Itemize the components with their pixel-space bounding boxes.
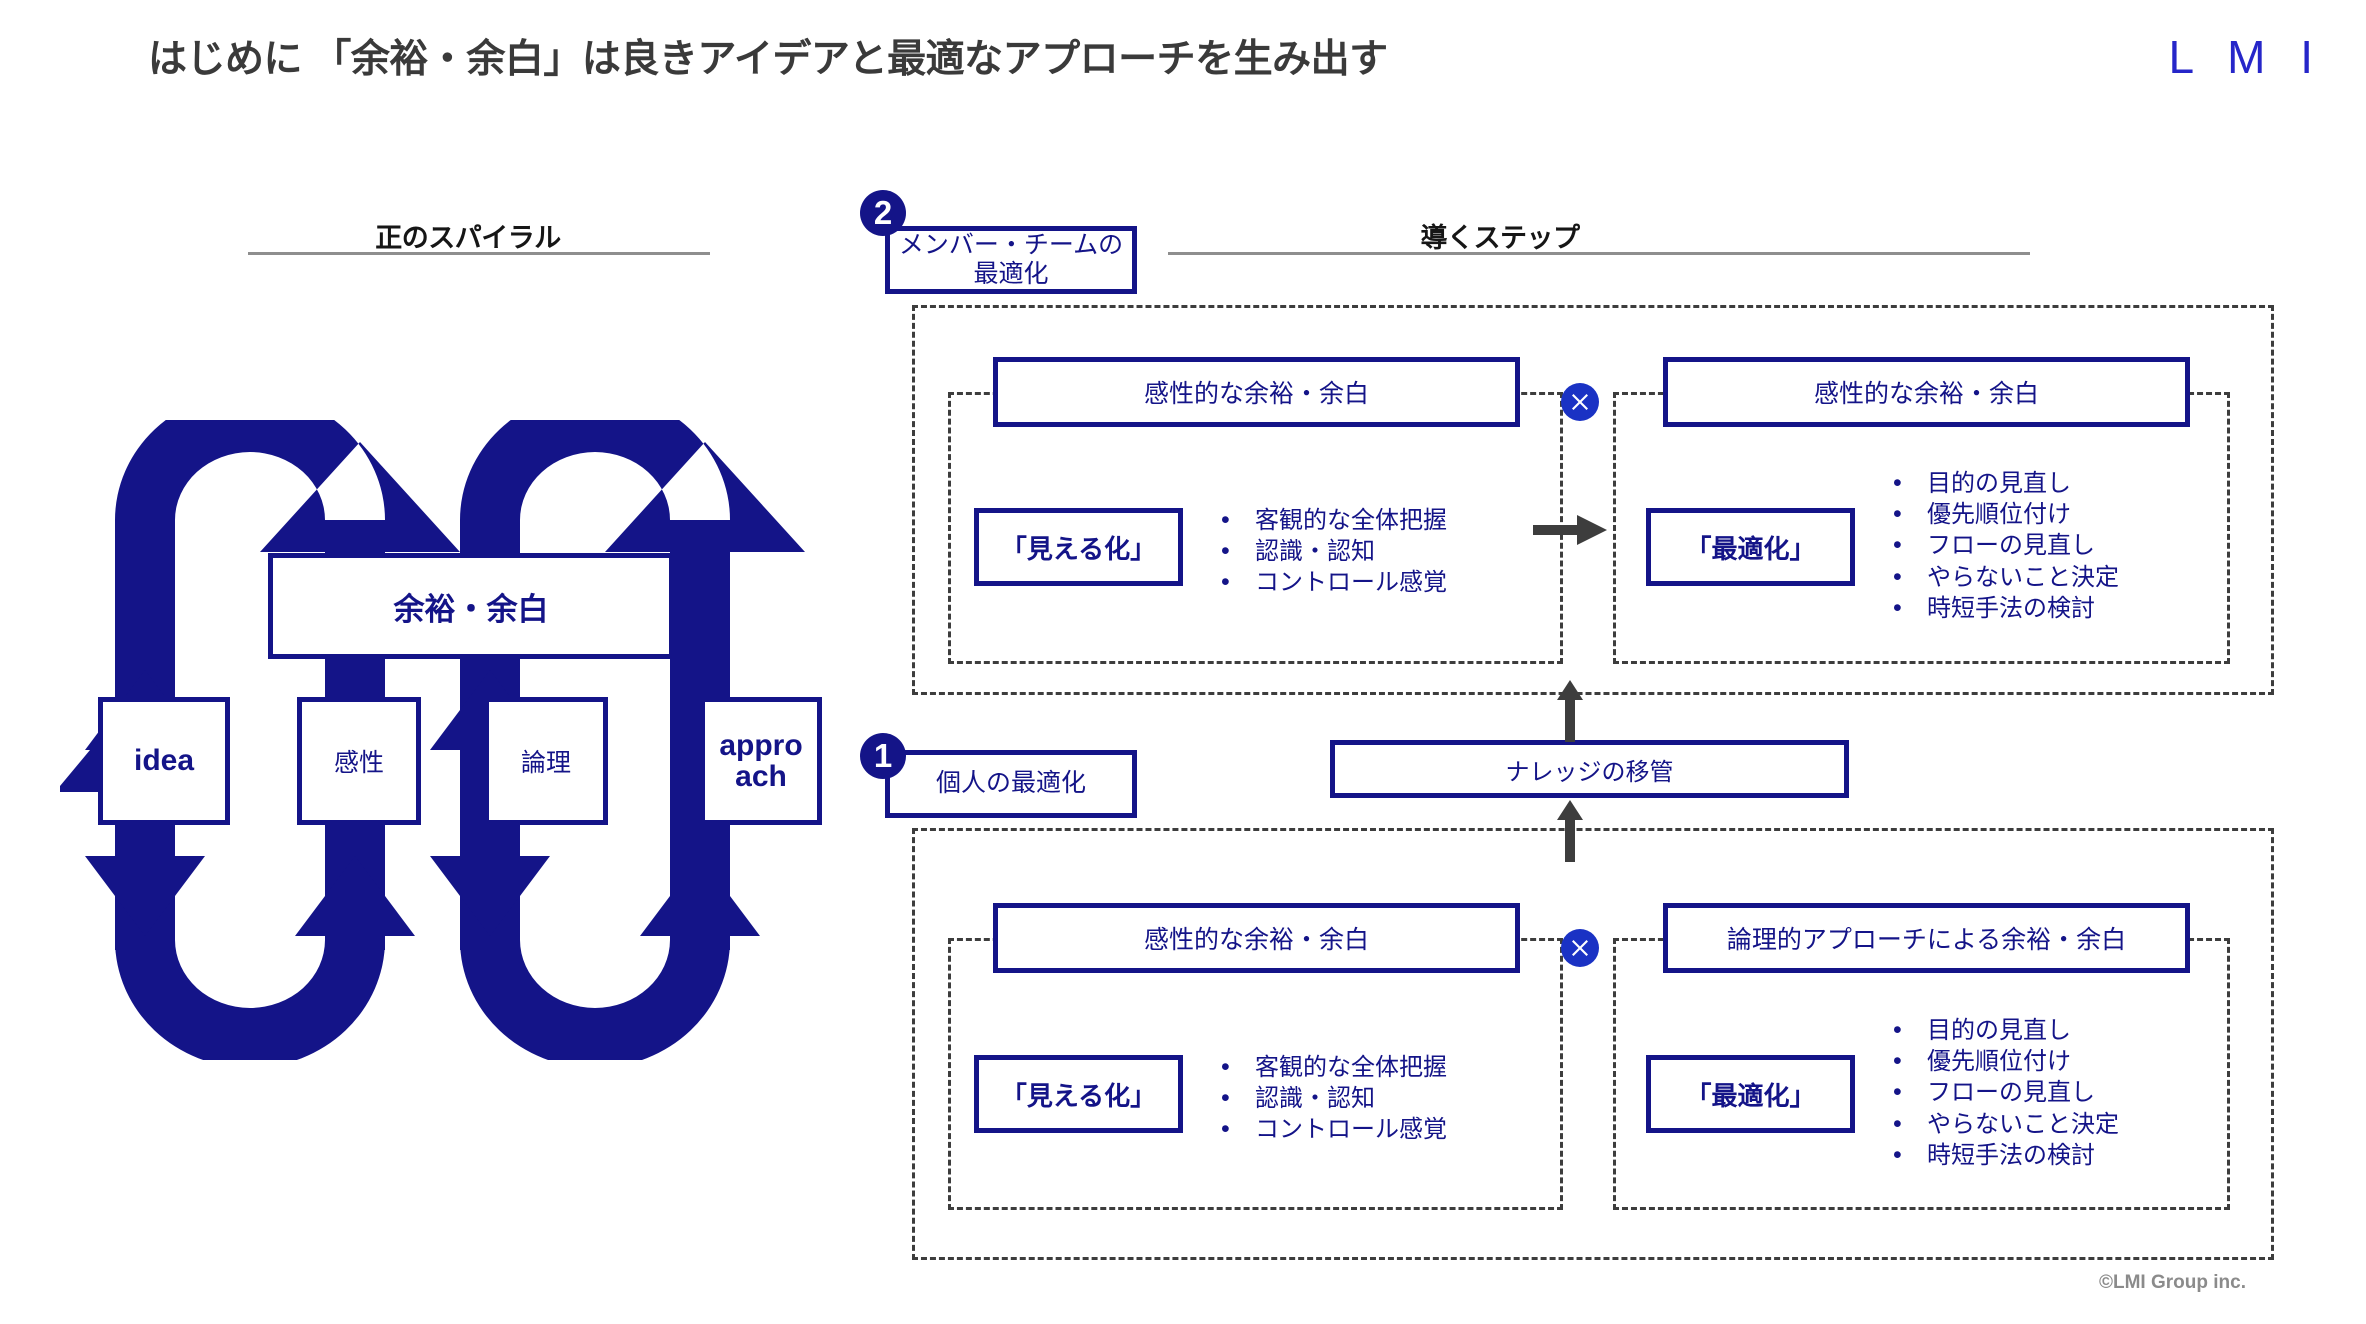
knowledge-transfer-box: ナレッジの移管 bbox=[1330, 740, 1849, 798]
step1-right-heading-box: 論理的アプローチによる余裕・余白 bbox=[1663, 903, 2190, 973]
step1-left-tag-box: 「見える化」 bbox=[974, 1055, 1183, 1133]
list-item: 客観的な全体把握 bbox=[1213, 504, 1447, 537]
step1-panel bbox=[912, 828, 2274, 1260]
spiral-approach-line1: appro bbox=[719, 728, 803, 762]
list-item: 優先順位付け bbox=[1885, 1045, 2119, 1078]
spiral-approach-line2: ach bbox=[735, 760, 787, 793]
arrow-right-icon bbox=[1533, 515, 1607, 545]
spiral-kansei-box: 感性 bbox=[297, 697, 421, 825]
step1-left-heading-box: 感性的な余裕・余白 bbox=[993, 903, 1520, 973]
list-item: 認識・認知 bbox=[1213, 535, 1447, 568]
spiral-section-heading: 正のスパイラル bbox=[375, 223, 561, 253]
step2-right-tag-box: 「最適化」 bbox=[1646, 508, 1855, 586]
list-item: フローの見直し bbox=[1885, 529, 2119, 562]
list-item: 客観的な全体把握 bbox=[1213, 1051, 1447, 1084]
spiral-center-box: 余裕・余白 bbox=[268, 553, 674, 659]
list-item: コントロール感覚 bbox=[1213, 1113, 1447, 1146]
step2-label-line2: 最適化 bbox=[973, 260, 1049, 288]
step2-right-bullet-list: 目的の見直し優先順位付けフローの見直しやらないこと決定時短手法の検討 bbox=[1885, 467, 2119, 625]
multiply-icon bbox=[1561, 929, 1599, 967]
step1-badge: 1 bbox=[860, 733, 906, 779]
step2-left-tag-box: 「見える化」 bbox=[974, 508, 1183, 586]
list-item: 目的の見直し bbox=[1885, 467, 2119, 500]
list-item: 認識・認知 bbox=[1213, 1082, 1447, 1115]
spiral-idea-box: idea bbox=[98, 697, 230, 825]
steps-section-heading: 導くステップ bbox=[1420, 223, 1581, 253]
arrow-up-icon bbox=[1557, 800, 1583, 862]
step2-left-bullet-list: 客観的な全体把握認識・認知コントロール感覚 bbox=[1213, 504, 1447, 599]
steps-section-divider bbox=[1168, 252, 2030, 255]
footer-copyright: ©LMI Group inc. bbox=[2099, 1272, 2246, 1293]
list-item: 優先順位付け bbox=[1885, 498, 2119, 531]
step2-label-line1: メンバー・チームの bbox=[898, 230, 1124, 259]
brand-logo: L M I bbox=[2168, 31, 2324, 83]
step1-label-line1: 個人の最適化 bbox=[935, 769, 1086, 798]
step1-right-bullet-list: 目的の見直し優先順位付けフローの見直しやらないこと決定時短手法の検討 bbox=[1885, 1014, 2119, 1172]
step2-right-heading-box: 感性的な余裕・余白 bbox=[1663, 357, 2190, 427]
page-title: はじめに 「余裕・余白」は良きアイデアと最適なアプローチを生み出す bbox=[148, 38, 1388, 81]
step2-panel bbox=[912, 305, 2274, 695]
spiral-section-divider bbox=[248, 252, 710, 255]
step2-badge: 2 bbox=[860, 190, 906, 236]
spiral-ronri-box: 論理 bbox=[484, 697, 608, 825]
multiply-icon bbox=[1561, 383, 1599, 421]
step2-left-heading-box: 感性的な余裕・余白 bbox=[993, 357, 1520, 427]
list-item: コントロール感覚 bbox=[1213, 566, 1447, 599]
list-item: やらないこと決定 bbox=[1885, 1108, 2119, 1141]
step2-label-box: メンバー・チームの 最適化 bbox=[885, 226, 1137, 294]
list-item: 時短手法の検討 bbox=[1885, 1139, 2119, 1172]
step1-right-tag-box: 「最適化」 bbox=[1646, 1055, 1855, 1133]
list-item: やらないこと決定 bbox=[1885, 561, 2119, 594]
list-item: 時短手法の検討 bbox=[1885, 592, 2119, 625]
step1-left-bullet-list: 客観的な全体把握認識・認知コントロール感覚 bbox=[1213, 1051, 1447, 1146]
list-item: フローの見直し bbox=[1885, 1076, 2119, 1109]
arrow-up-icon bbox=[1557, 680, 1583, 742]
spiral-approach-box: appro ach bbox=[700, 697, 822, 825]
list-item: 目的の見直し bbox=[1885, 1014, 2119, 1047]
step1-label-box: 個人の最適化 bbox=[885, 750, 1137, 818]
